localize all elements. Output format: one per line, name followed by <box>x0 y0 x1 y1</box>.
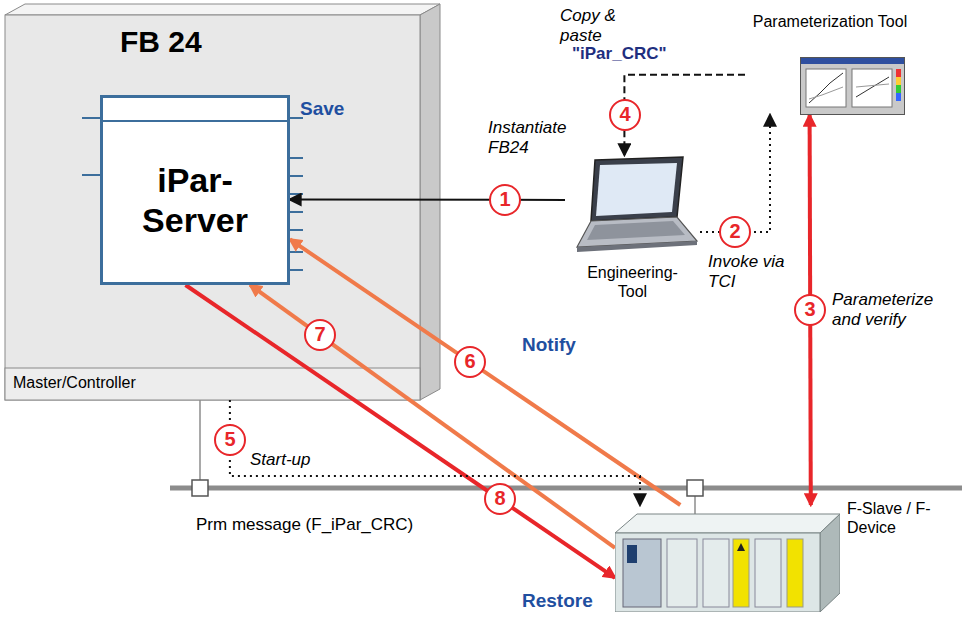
note-text: Invoke via TCI <box>708 252 788 292</box>
block-name: iPar-Server <box>120 160 270 240</box>
connector <box>186 285 616 578</box>
note-text: Instantiate FB24 <box>488 118 588 158</box>
value-name: "iPar_CRC" <box>572 44 667 64</box>
callout-number: 3 <box>794 294 826 326</box>
controller-top-face <box>5 4 440 15</box>
device-name: F-Slave / F-Device <box>847 499 957 537</box>
callout-number: 7 <box>304 319 336 351</box>
callout-number: 5 <box>214 424 246 456</box>
callout-number: 4 <box>609 99 641 131</box>
message-label: Prm message (F_iPar_CRC) <box>196 515 413 535</box>
connector <box>624 75 745 155</box>
tool-name: Parameterization Tool <box>745 12 915 31</box>
block-title: FB 24 <box>120 25 202 59</box>
connector <box>290 199 565 201</box>
connector <box>250 285 615 548</box>
controller-front-face <box>5 15 420 400</box>
parameterization-tool: Parameterization Tool <box>745 12 915 115</box>
callout-number: 6 <box>454 346 486 378</box>
bus-connector <box>192 480 208 496</box>
function-block: iPar-Server <box>100 95 290 285</box>
bus-drop <box>694 496 696 514</box>
laptop-illustration <box>565 155 700 255</box>
action-label: Restore <box>522 590 593 612</box>
block-divider <box>103 120 287 122</box>
note-text: Copy & paste <box>560 6 650 46</box>
engineering-tool: Engineering-Tool <box>565 155 700 310</box>
callout-number: 2 <box>719 216 751 248</box>
callout-number: 8 <box>484 483 516 515</box>
action-label: Save <box>300 98 344 120</box>
connector <box>700 115 770 232</box>
device-illustration <box>615 505 840 612</box>
field-device: F-Slave / F-Device <box>615 505 840 612</box>
tool-name: Engineering-Tool <box>577 263 689 301</box>
fieldbus <box>170 486 962 491</box>
note-text: Start-up <box>250 450 310 470</box>
tool-screenshot <box>800 57 905 115</box>
connector <box>230 400 640 505</box>
bus-drop <box>199 400 201 480</box>
controller-band <box>5 368 420 400</box>
bus-connector <box>687 480 703 496</box>
action-label: Notify <box>522 334 576 356</box>
band-label: Master/Controller <box>13 374 136 392</box>
note-text: Parameterize and verify <box>832 290 962 330</box>
controller-box: FB 24 Master/Controller iPar-Server <box>5 15 420 400</box>
callout-number: 1 <box>489 184 521 216</box>
